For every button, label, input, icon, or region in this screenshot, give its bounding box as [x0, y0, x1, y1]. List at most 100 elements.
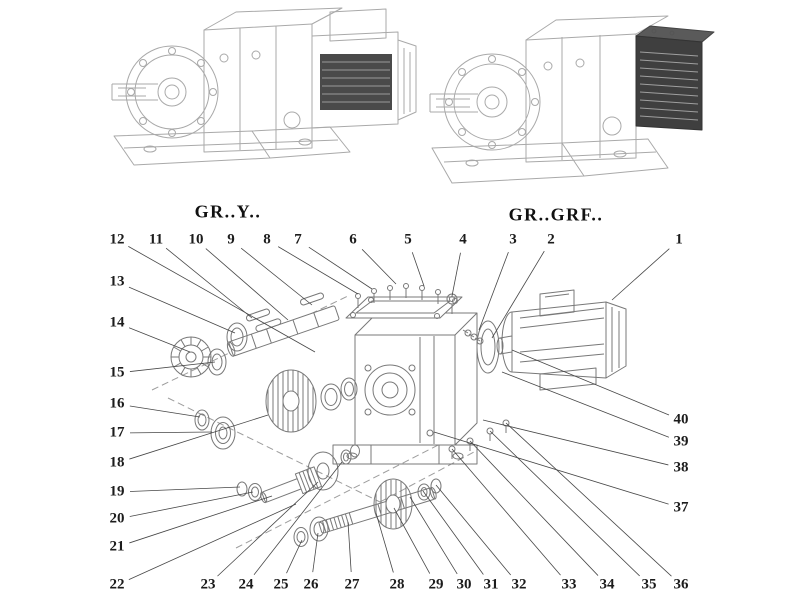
leader-line-28 [375, 512, 394, 573]
leader-line-11 [165, 247, 253, 319]
cover-bolts [355, 283, 458, 314]
callout-33: 33 [561, 576, 577, 593]
callout-28: 28 [389, 576, 405, 593]
leader-lines-layer [128, 246, 672, 581]
callout-13: 13 [109, 273, 125, 290]
leader-line-38 [482, 419, 669, 466]
leader-line-6 [361, 249, 397, 285]
output-gear [373, 478, 413, 530]
leader-line-23 [217, 481, 319, 577]
callout-19: 19 [109, 483, 125, 500]
callout-39: 39 [673, 433, 689, 450]
callout-4: 4 [459, 231, 467, 248]
leader-line-37 [433, 431, 669, 505]
label-gr-grf: GR..GRF.. [508, 204, 604, 225]
shaft-key-a [245, 308, 271, 322]
leader-line-14 [128, 327, 191, 353]
callout-36: 36 [673, 576, 689, 593]
leader-line-8 [277, 246, 359, 295]
helical-gear-large [265, 369, 317, 433]
callout-6: 6 [349, 231, 357, 248]
leader-line-5 [411, 252, 425, 287]
callout-1: 1 [675, 231, 683, 248]
callout-8: 8 [263, 231, 271, 248]
leader-line-39 [501, 371, 670, 438]
leader-line-20 [129, 491, 254, 517]
input-shaft [226, 305, 340, 357]
leader-line-27 [347, 521, 352, 573]
gear-housing [332, 312, 478, 465]
washer-pair [340, 444, 360, 465]
leader-line-15 [129, 361, 216, 372]
callout-30: 30 [456, 576, 472, 593]
callout-22: 22 [109, 576, 125, 593]
leader-line-13 [128, 286, 236, 334]
callout-26: 26 [303, 576, 319, 593]
leader-line-33 [451, 448, 561, 576]
callout-31: 31 [483, 576, 499, 593]
ball-bearing-large [210, 416, 236, 450]
leader-line-29 [393, 507, 431, 574]
callout-34: 34 [599, 576, 615, 593]
leader-line-35 [489, 430, 640, 577]
callout-35: 35 [641, 576, 657, 593]
assembled-view-gr-grf [429, 15, 715, 184]
leader-line-9 [240, 247, 313, 306]
spacer-washer [194, 409, 210, 431]
callout-37: 37 [673, 499, 689, 516]
callout-14: 14 [109, 314, 125, 331]
callout-20: 20 [109, 510, 125, 527]
leader-line-40 [511, 349, 670, 416]
leader-line-24 [253, 461, 343, 575]
callout-9: 9 [227, 231, 235, 248]
leader-line-17 [129, 431, 213, 434]
shaft-key-b [299, 292, 325, 306]
leader-line-7 [308, 246, 373, 290]
leader-line-19 [129, 486, 241, 492]
leader-line-12 [128, 246, 316, 353]
leader-line-36 [505, 422, 672, 577]
output-shaft [318, 487, 437, 534]
callout-29: 29 [428, 576, 444, 593]
exploded-view [151, 283, 627, 549]
leader-line-26 [312, 532, 319, 573]
callout-7: 7 [294, 231, 302, 248]
assembled-view-gr-y [111, 7, 417, 166]
housing-top-cover [345, 296, 463, 319]
leader-line-21 [129, 495, 273, 544]
callout-24: 24 [238, 576, 254, 593]
callout-17: 17 [109, 424, 125, 441]
callout-40: 40 [673, 411, 689, 428]
leader-line-10 [205, 248, 289, 321]
retaining-ring-b [248, 483, 262, 501]
motor-flange [462, 320, 500, 374]
ball-bearing-small [340, 377, 358, 401]
callout-16: 16 [109, 395, 125, 412]
leader-line-3 [478, 252, 509, 331]
leader-line-30 [409, 496, 458, 575]
leader-line-32 [435, 484, 512, 576]
hatched-flange [170, 336, 212, 378]
callout-10: 10 [188, 231, 204, 248]
retaining-ring-a [236, 481, 248, 497]
callout-5: 5 [404, 231, 412, 248]
callout-3: 3 [509, 231, 517, 248]
leader-line-22 [128, 503, 297, 581]
leader-line-34 [469, 440, 599, 576]
leader-line-1 [611, 248, 670, 301]
callout-23: 23 [200, 576, 216, 593]
leader-line-18 [129, 414, 269, 460]
callout-27: 27 [344, 576, 360, 593]
output-rings [293, 478, 442, 547]
leader-line-2 [491, 250, 545, 339]
callout-15: 15 [109, 364, 125, 381]
intermediate-gear [307, 451, 339, 491]
callout-18: 18 [109, 454, 125, 471]
callout-38: 38 [673, 459, 689, 476]
callout-32: 32 [511, 576, 527, 593]
leader-line-25 [286, 539, 303, 574]
callout-25: 25 [273, 576, 289, 593]
callout-12: 12 [109, 231, 125, 248]
leader-line-4 [451, 252, 461, 297]
